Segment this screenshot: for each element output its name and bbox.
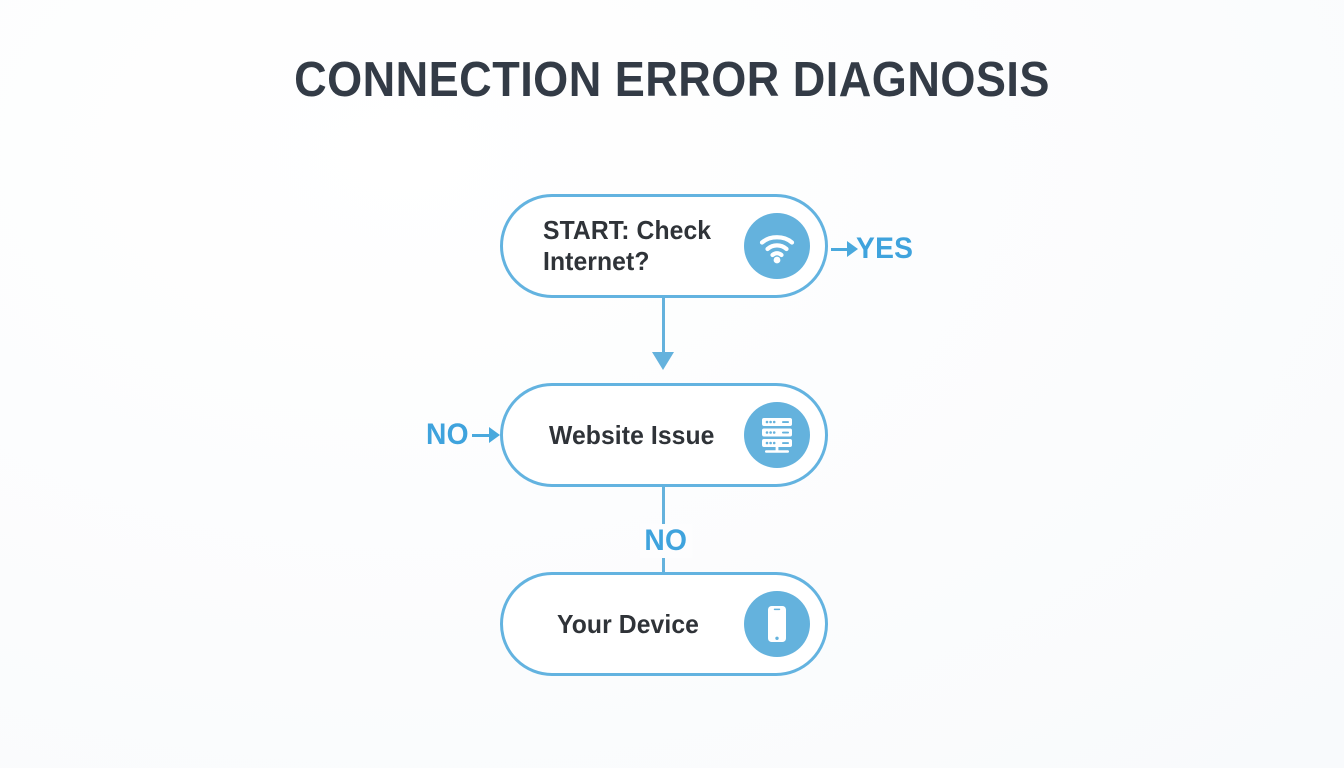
wifi-icon — [744, 213, 810, 279]
branch-label-no-left: NO — [426, 418, 469, 451]
flow-node-website-issue-label: Website Issue — [549, 419, 715, 450]
page-title: CONNECTION ERROR DIAGNOSIS — [294, 53, 1050, 107]
flow-node-your-device-label: Your Device — [557, 608, 699, 639]
branch-label-yes: YES — [856, 232, 914, 265]
arrow-right-no-icon — [472, 427, 500, 443]
branch-label-no-middle: NO — [639, 524, 692, 558]
arrowhead-down-icon — [652, 352, 674, 370]
connector-start-to-website — [662, 298, 665, 356]
server-icon — [744, 402, 810, 468]
arrow-right-yes-icon — [831, 241, 858, 257]
smartphone-icon — [744, 591, 810, 657]
connector-website-to-device-lower — [662, 556, 665, 573]
flow-node-website-issue[interactable]: Website Issue — [500, 383, 828, 487]
connector-website-to-device-upper — [662, 487, 665, 525]
flow-node-start-label: START: Check Internet? — [543, 215, 712, 276]
